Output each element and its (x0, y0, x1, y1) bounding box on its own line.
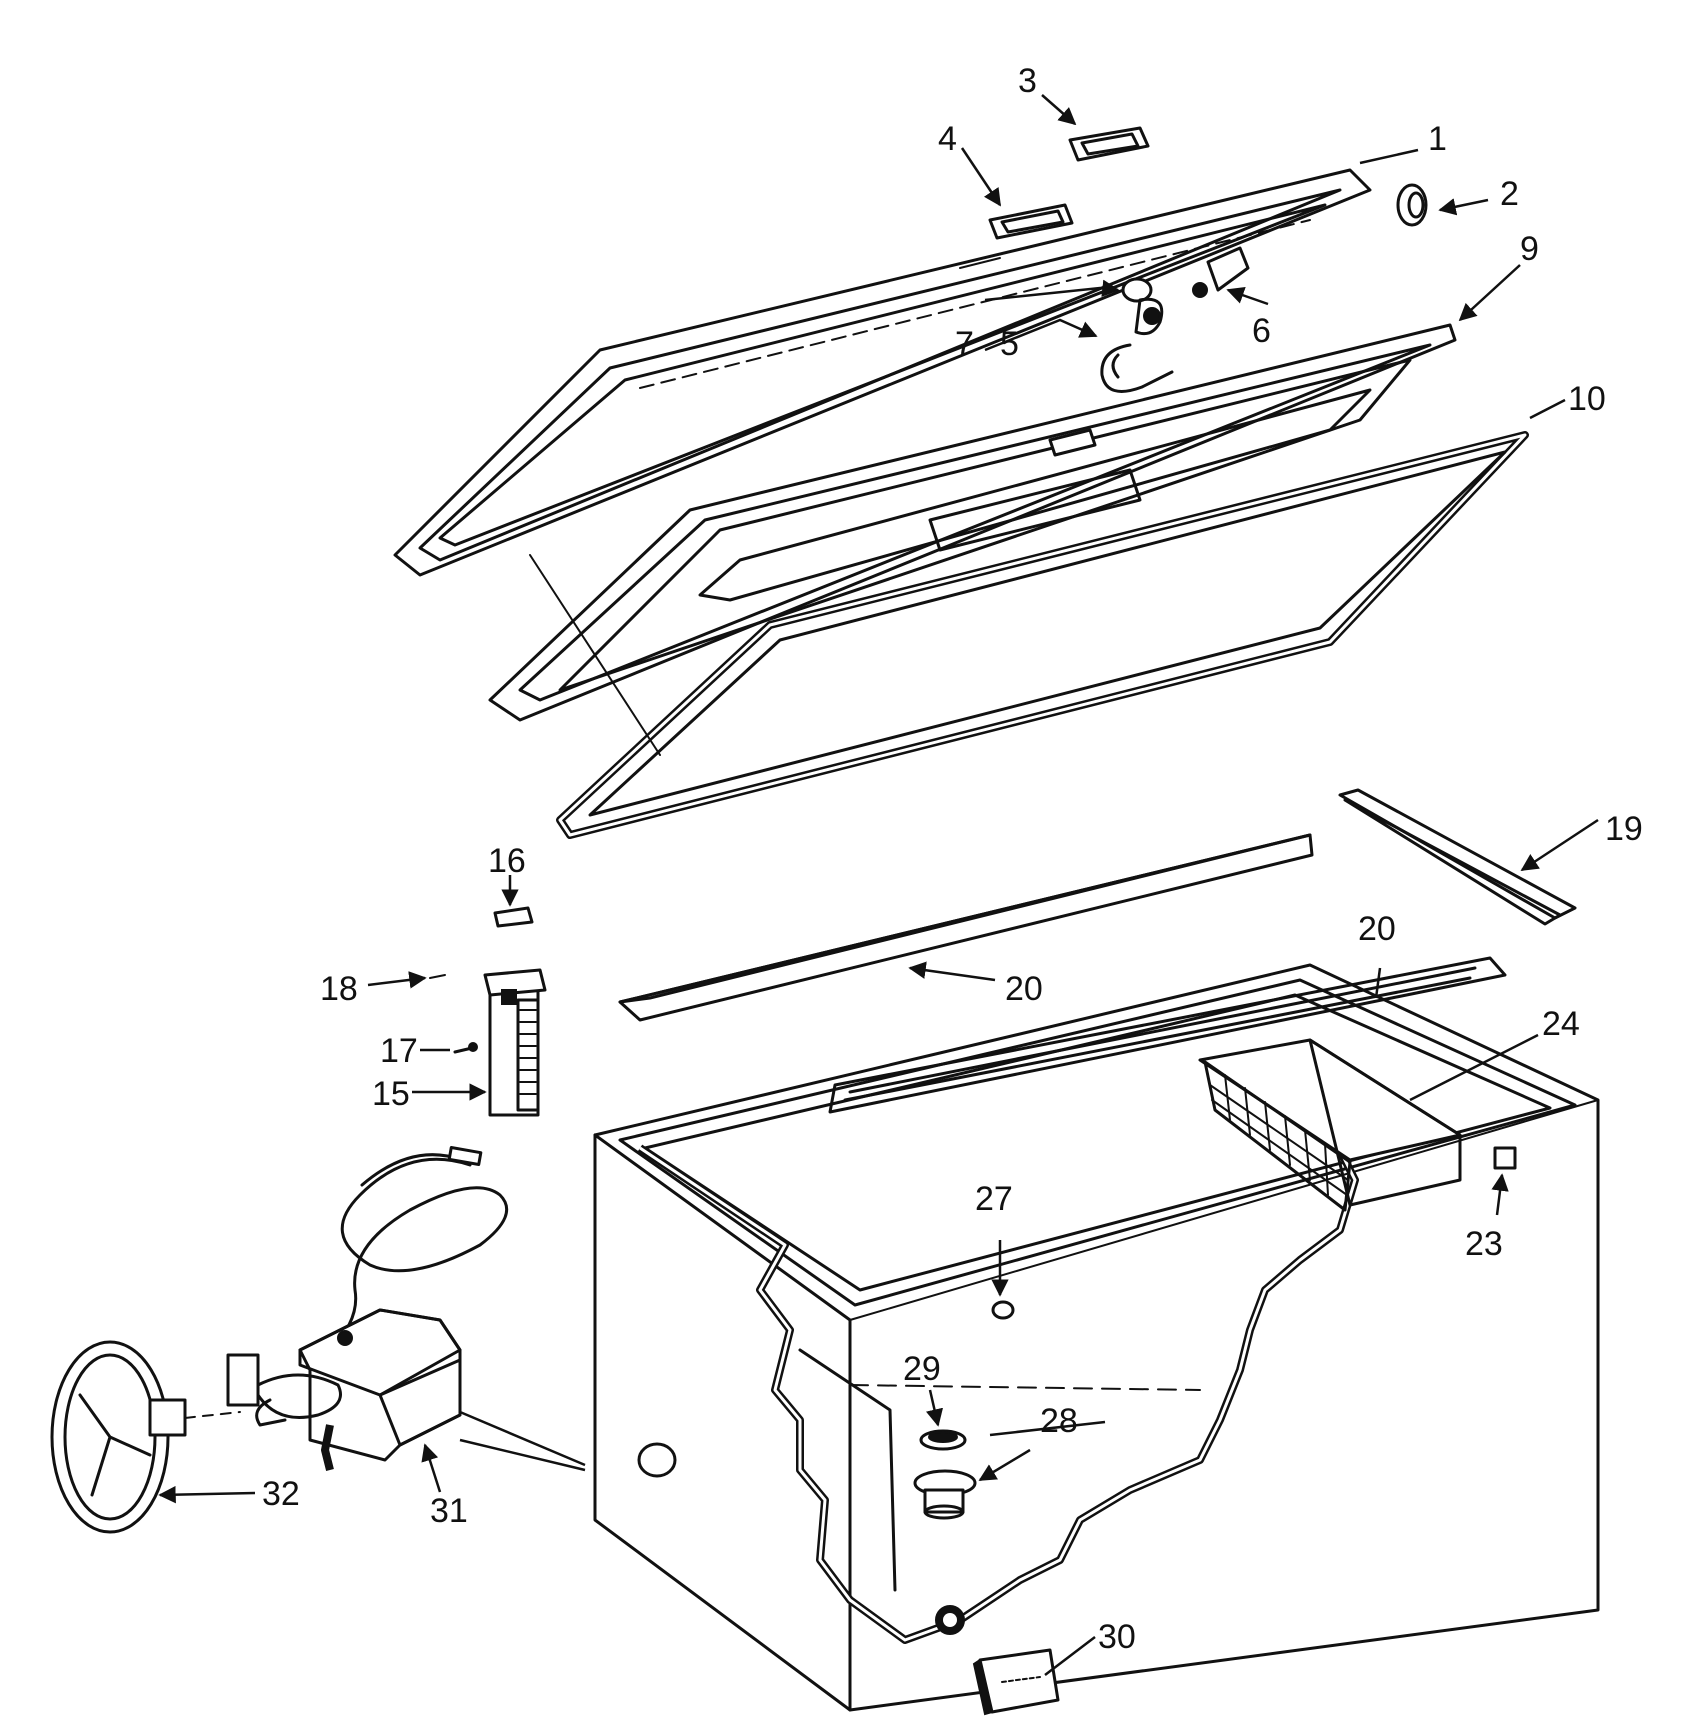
callout-20-rear: 20 (1358, 910, 1396, 948)
callout-6: 6 (1252, 312, 1271, 350)
callout-20-front: 20 (1005, 970, 1043, 1008)
control-plate-30 (972, 1648, 1060, 1716)
callout-9: 9 (1520, 230, 1539, 268)
thermostat-15 (483, 968, 547, 1117)
callout-2: 2 (1500, 175, 1519, 213)
callout-4: 4 (938, 120, 957, 158)
callout-19: 19 (1605, 810, 1643, 848)
callout-18: 18 (320, 970, 358, 1008)
callout-labels: 1 2 3 4 5 6 7 9 10 15 16 17 18 19 20 20 … (262, 62, 1643, 1656)
callout-3: 3 (1018, 62, 1037, 100)
callout-27: 27 (975, 1180, 1013, 1218)
compressor-31 (226, 1308, 586, 1472)
callout-10: 10 (1568, 380, 1606, 418)
power-cord (328, 1145, 509, 1352)
screw-17 (453, 1042, 478, 1054)
breaker-strip-20-rear (828, 956, 1507, 1114)
ring-27 (991, 1300, 1015, 1320)
callout-31: 31 (430, 1492, 468, 1530)
breaker-strip-20-front (618, 833, 1314, 1022)
plate-23 (1493, 1146, 1517, 1170)
handle-pad-3 (1068, 126, 1150, 162)
callout-24: 24 (1542, 1005, 1580, 1043)
plug-part-2 (1396, 183, 1428, 227)
screw-18 (429, 974, 446, 979)
callout-16: 16 (488, 842, 526, 880)
callout-1: 1 (1428, 120, 1447, 158)
callout-17: 17 (380, 1032, 418, 1070)
lid-liner (488, 323, 1457, 722)
lid-gasket (529, 431, 1529, 839)
lock-bracket-6 (1192, 246, 1250, 298)
callout-29: 29 (903, 1350, 941, 1388)
cabinet-body (593, 963, 1600, 1712)
thermostat-bracket-16 (493, 906, 534, 928)
wire-basket-24 (1198, 1038, 1462, 1212)
latch-part-7 (1121, 277, 1164, 336)
callout-23: 23 (1465, 1225, 1503, 1263)
drain-plug-28 (913, 1469, 977, 1520)
hinge-hook-5 (1100, 343, 1174, 393)
drain-cap-29 (919, 1429, 967, 1451)
lid-frame (393, 168, 1372, 577)
handle-pad-4 (988, 203, 1074, 240)
callout-30: 30 (1098, 1618, 1136, 1656)
leader-lines (158, 94, 1599, 1676)
callout-28: 28 (1040, 1402, 1078, 1440)
breaker-strip-19 (1338, 788, 1577, 926)
callout-7: 7 (955, 325, 974, 363)
condenser-fan-32 (50, 1340, 241, 1534)
callout-15: 15 (372, 1075, 410, 1113)
callout-32: 32 (262, 1475, 300, 1513)
callout-5: 5 (1000, 325, 1019, 363)
